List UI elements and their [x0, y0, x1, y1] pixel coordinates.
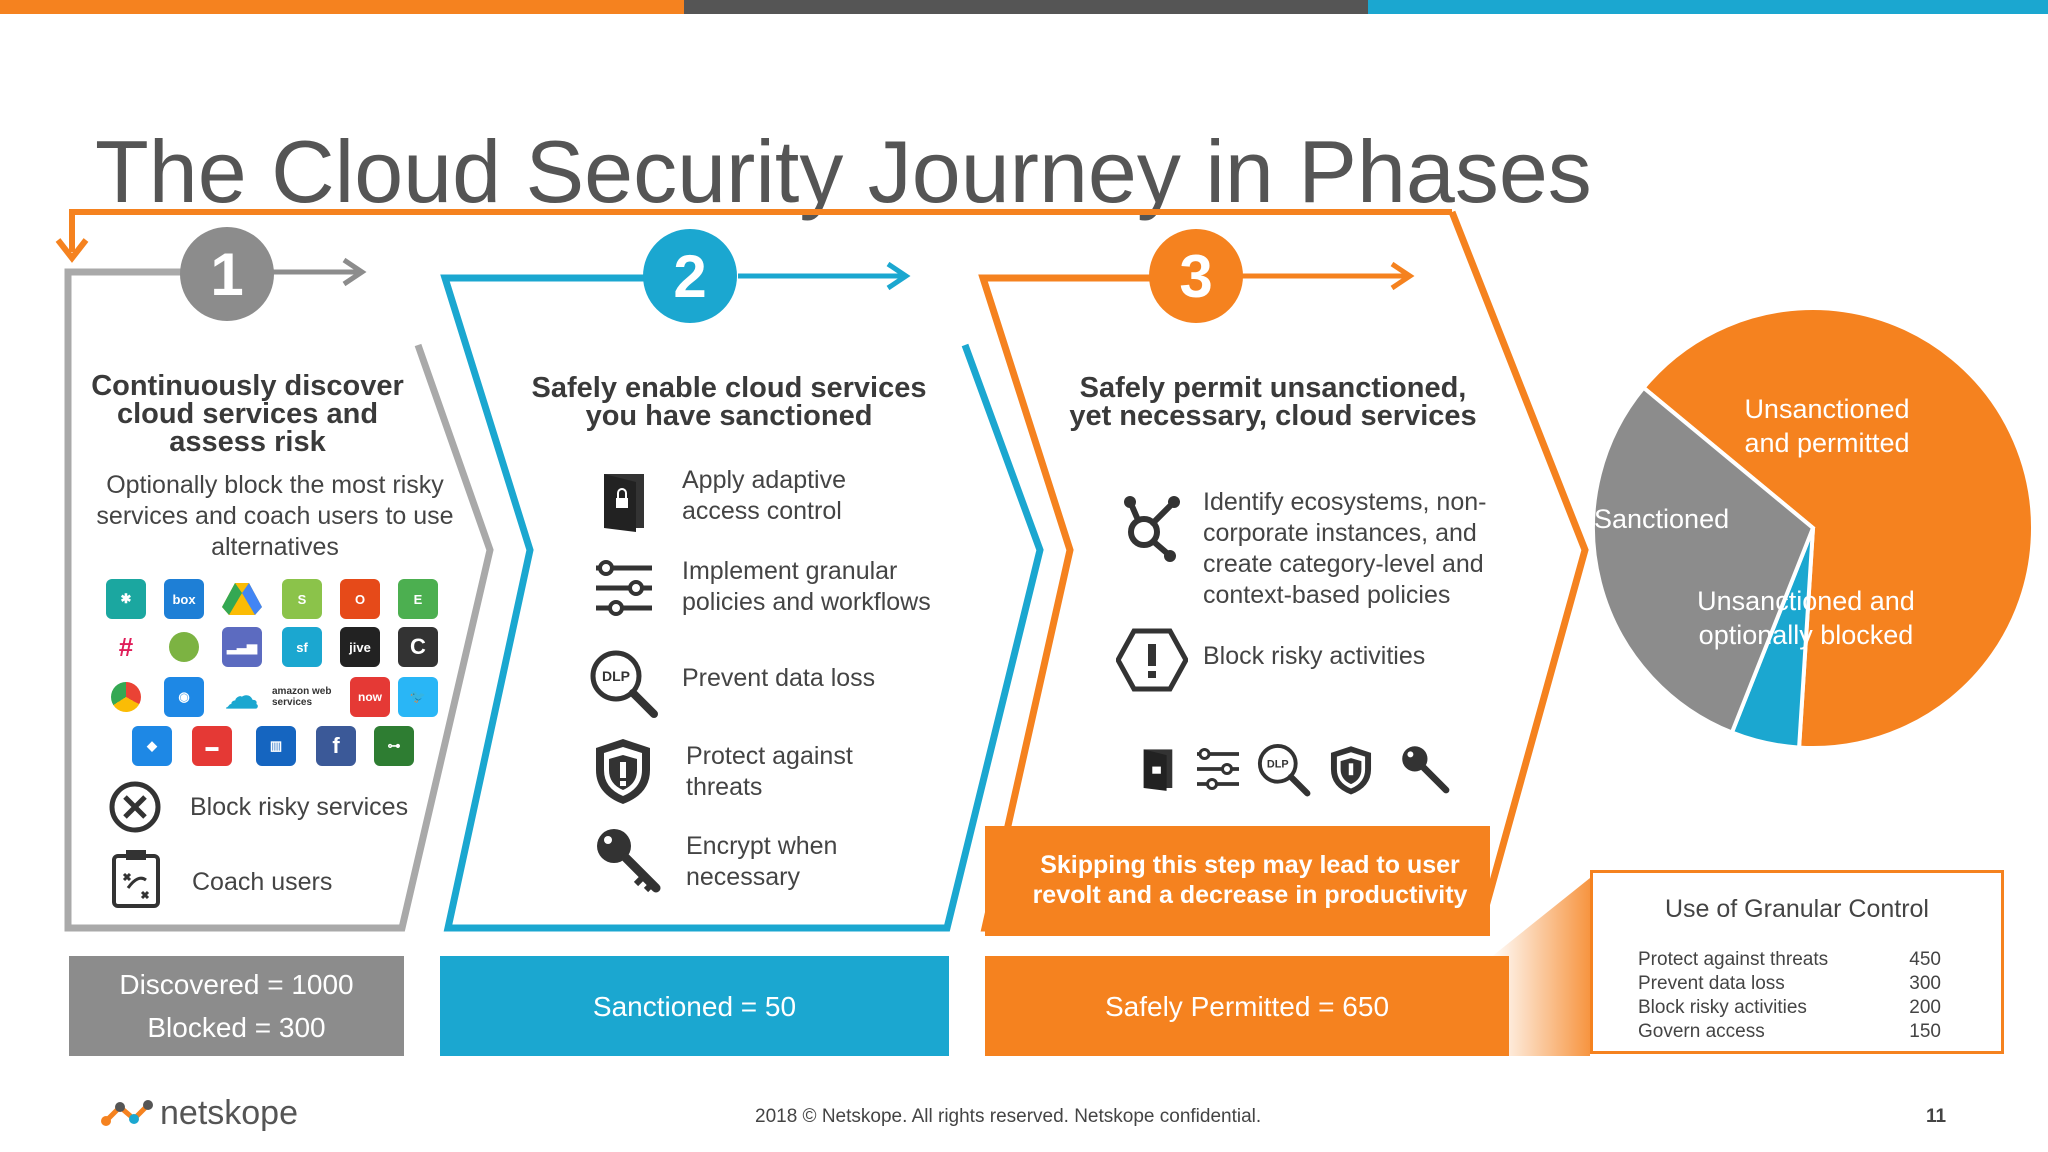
- pie-label-sanctioned: Sanctioned: [1594, 504, 1730, 534]
- top-bar-gray: [684, 0, 1368, 14]
- phase-1-number: 1: [210, 240, 244, 308]
- phase-2-number: 2: [673, 242, 707, 310]
- pie-chart: [1591, 306, 2035, 750]
- phase-1-stat-box: Discovered = 1000 Blocked = 300: [69, 956, 404, 1056]
- mini-shield-icon: [1330, 746, 1372, 795]
- warning-text: Skipping this step may lead to user revo…: [1032, 851, 1468, 909]
- row-value: 200: [1909, 997, 1941, 1018]
- sliders-icon: [596, 560, 652, 616]
- phase-1-item-1: Block risky services: [190, 793, 409, 821]
- table-row: Prevent data loss 300: [1638, 973, 1941, 997]
- evernote-icon: E: [398, 579, 438, 619]
- phase-1-subtitle: Optionally block the most risky services…: [96, 471, 454, 561]
- dlp-magnifier-icon: DLP: [590, 650, 658, 718]
- phase-2-item-2: Implement granular policies and workflow…: [682, 557, 931, 616]
- top-bar-blue: [1368, 0, 2048, 14]
- phase-1-title: Continuously discover cloud services and…: [91, 370, 404, 458]
- top-bar-orange: [0, 0, 684, 14]
- pie-label-blocked: Unsanctioned and optionally blocked: [1697, 586, 1915, 650]
- credit-card-app-icon: ▬: [192, 726, 232, 766]
- phase-3-stat-box: Safely Permitted = 650: [985, 956, 1509, 1056]
- svg-text:DLP: DLP: [602, 668, 630, 684]
- phase-2-item-1: Apply adaptive access control: [682, 466, 847, 525]
- sanctioned-count: Sanctioned = 50: [592, 990, 797, 1022]
- trello-icon: ▥: [256, 726, 296, 766]
- jive-icon: jive: [340, 627, 380, 667]
- table-row: Protect against threats 450: [1638, 949, 1941, 973]
- azure-cloud-icon: ☁: [214, 677, 270, 717]
- pie-slice-0: [1640, 306, 2035, 750]
- netskope-logo-text: netskope: [160, 1094, 298, 1132]
- phase-3-item-1: Identify ecosystems, non-corporate insta…: [1203, 488, 1487, 609]
- mini-lock-door-icon: [1143, 749, 1173, 791]
- circle-x-icon: [109, 781, 161, 833]
- mini-key-icon: [1402, 746, 1450, 794]
- phase-3-circle: 3: [1149, 229, 1243, 323]
- phase-1-circle: 1: [180, 227, 274, 321]
- twitter-icon: 🐦: [398, 677, 438, 717]
- concur-icon: C: [398, 627, 438, 667]
- phase-2-item-5: Encrypt when necessary: [686, 832, 838, 891]
- servicenow-icon: now: [350, 677, 390, 717]
- aws-app-label: amazon web services: [272, 686, 332, 708]
- phase-3-item-2: Block risky activities: [1203, 642, 1426, 670]
- row-value: 450: [1909, 949, 1941, 970]
- granular-control-title: Use of Granular Control: [1664, 895, 1929, 923]
- pie-label-permitted: Unsanctioned and permitted: [1744, 394, 1910, 458]
- mini-sliders-icon: [1197, 748, 1239, 790]
- phase-2-circle: 2: [643, 229, 737, 323]
- page-title: The Cloud Security Journey in Phases: [95, 121, 1592, 221]
- phase-2-item-3: Prevent data loss: [682, 664, 876, 692]
- now-app-label: now: [358, 690, 382, 704]
- google-drive-icon: [222, 579, 262, 619]
- svg-text:DLP: DLP: [1267, 759, 1289, 771]
- analytics-app-icon: ▂▃▅: [222, 627, 262, 667]
- box-app-icon: box: [164, 579, 204, 619]
- pie-slice-2: [1591, 384, 1816, 736]
- key-app-icon: ⊶: [374, 726, 414, 766]
- row-value: 300: [1909, 973, 1941, 994]
- salesforce-icon: sf: [282, 627, 322, 667]
- row-label: Prevent data loss: [1638, 973, 1785, 994]
- shield-alert-icon: [596, 739, 650, 804]
- granular-control-table: Use of Granular Control Protect against …: [1590, 870, 2004, 1054]
- phase-2-stat-box: Sanctioned = 50: [440, 956, 949, 1056]
- row-label: Protect against threats: [1638, 949, 1829, 970]
- phase-3-number: 3: [1179, 242, 1213, 310]
- phase-2-item-4: Protect against threats: [686, 742, 853, 801]
- camera-app-icon: ◉: [164, 677, 204, 717]
- row-label: Govern access: [1638, 1021, 1765, 1042]
- amazon-web-services-icon: amazon web services: [272, 677, 336, 717]
- facebook-icon: f: [316, 726, 356, 766]
- row-label: Block risky activities: [1638, 997, 1807, 1018]
- office-icon: O: [340, 579, 380, 619]
- phase-1-item-2: Coach users: [192, 868, 333, 896]
- jive-app-label: jive: [349, 639, 371, 655]
- dropbox-icon: ◆: [132, 726, 172, 766]
- footer-copyright: 2018 © Netskope. All rights reserved. Ne…: [755, 1106, 1262, 1127]
- clipboard-icon: [112, 850, 160, 908]
- chrome-icon: [106, 677, 146, 717]
- hexagon-alert-icon: [1116, 628, 1188, 692]
- table-row: Govern access 150: [1638, 1021, 1941, 1045]
- headset-app-icon: [164, 627, 204, 667]
- lock-door-icon: [604, 474, 644, 532]
- table-row: Block risky activities 200: [1638, 997, 1941, 1021]
- discovered-count: Discovered = 1000: [119, 969, 354, 1000]
- safely-permitted-count: Safely Permitted = 650: [1104, 990, 1390, 1022]
- key-icon: [597, 829, 661, 893]
- row-value: 150: [1909, 1021, 1941, 1042]
- blocked-count: Blocked = 300: [147, 1012, 326, 1043]
- ecosystem-icon: [1124, 496, 1180, 562]
- page-number: 11: [1926, 1106, 1947, 1127]
- warning-banner: [985, 826, 1490, 936]
- asterisk-app-icon: ✱: [106, 579, 146, 619]
- sharefile-icon: S: [282, 579, 322, 619]
- box-app-label: box: [172, 591, 196, 607]
- mini-dlp-icon: DLP: [1257, 743, 1311, 797]
- slack-icon: #: [106, 627, 146, 667]
- phase-2-title: Safely enable cloud services you have sa…: [531, 372, 927, 432]
- netskope-logo-icon: [101, 1100, 153, 1126]
- phase-3-title: Safely permit unsanctioned, yet necessar…: [1069, 372, 1477, 432]
